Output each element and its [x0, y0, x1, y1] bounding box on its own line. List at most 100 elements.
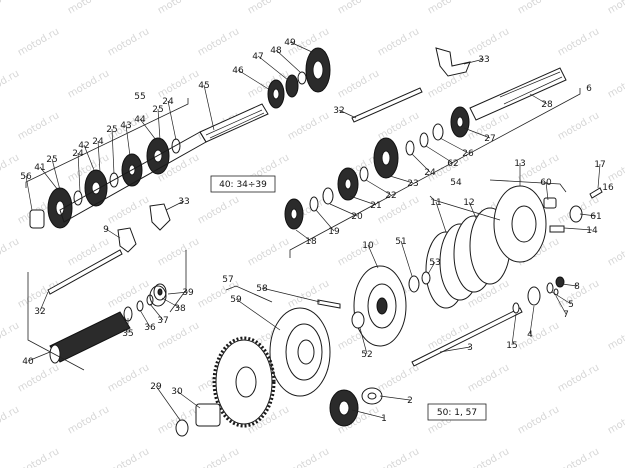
part-36: [136, 300, 144, 312]
callout-label: 29: [150, 382, 162, 392]
leader-line: [27, 351, 51, 362]
watermark-text: motod.ru: [606, 236, 625, 268]
callout-label: 25: [46, 155, 57, 165]
washer-51: [408, 275, 420, 293]
callout-label: 33: [478, 55, 489, 65]
bearing-56: [29, 209, 45, 229]
watermark-text: motod.ru: [0, 152, 21, 184]
watermark-text: motod.ru: [16, 110, 61, 142]
washer-24: [405, 140, 415, 156]
callout-label: 62: [447, 159, 458, 169]
output-shaft-assembly: [284, 47, 567, 230]
ring-62: [419, 132, 429, 148]
callout-label: 24: [72, 149, 84, 159]
leader-line: [167, 291, 189, 295]
shift-drum-assembly: [47, 203, 171, 364]
watermark-text: motod.ru: [196, 26, 241, 58]
pin-7: [553, 288, 559, 296]
callout-label: 54: [450, 178, 462, 188]
leader-line: [237, 69, 271, 91]
watermark-text: motod.ru: [516, 0, 561, 17]
clutch-assembly: [175, 185, 603, 437]
leader-line: [203, 84, 215, 131]
leader-line: [468, 201, 477, 219]
callout-label: 13: [514, 159, 525, 169]
ref-box-40-text: 40: 34÷39: [219, 180, 267, 190]
leader-line: [167, 100, 177, 141]
shaft-28: [469, 67, 567, 121]
leader-line: [289, 41, 313, 53]
bolt-8: [555, 276, 565, 288]
leader-line: [400, 240, 413, 277]
watermark-text: motod.ru: [66, 0, 111, 17]
watermark-text: motod.ru: [286, 110, 331, 142]
watermark-text: motod.ru: [286, 446, 331, 468]
leader-line: [176, 390, 201, 409]
leader-line: [427, 261, 436, 275]
callout-label: 25: [106, 125, 117, 135]
watermark-text: motod.ru: [156, 0, 201, 17]
callout-label: 24: [162, 97, 174, 107]
leader-line: [295, 229, 312, 242]
leader-line: [561, 283, 578, 287]
leader-line: [315, 209, 335, 232]
watermark-text: motod.ru: [606, 0, 625, 17]
leader-line: [435, 201, 447, 233]
leader-line: [439, 137, 469, 154]
ball-15: [512, 302, 520, 314]
leader-line: [275, 49, 301, 73]
washer-25c: [171, 138, 181, 154]
spring-14: [549, 225, 565, 233]
callout-label: 55: [134, 92, 145, 102]
watermark-text: motod.ru: [246, 236, 291, 268]
ring-22: [359, 166, 369, 182]
callout-leaders: [25, 41, 601, 421]
callout-label: 10: [362, 241, 374, 251]
bolt-17: [589, 187, 603, 199]
callout-label: 38: [174, 304, 186, 314]
bolt-58: [317, 299, 341, 309]
callout-label: 8: [574, 282, 580, 292]
fork-33-lower: [149, 203, 171, 231]
callout-label: 22: [385, 191, 396, 201]
callout-label: 20: [351, 212, 363, 222]
washer-5: [546, 282, 554, 294]
callout-label: 44: [134, 115, 146, 125]
leader-line: [551, 291, 572, 305]
watermark-text: motod.ru: [196, 446, 241, 468]
watermark-text: motod.ru: [606, 320, 625, 352]
callout-label: 26: [462, 149, 474, 159]
watermark-text: motod.ru: [196, 194, 241, 226]
fork-33-upper: [435, 47, 471, 77]
callout-label: 1: [381, 414, 387, 424]
callout-label: 16: [602, 183, 614, 193]
callout-label: 7: [563, 310, 569, 320]
leader-line: [125, 124, 131, 157]
watermark-text: motod.ru: [106, 278, 151, 310]
leader-line: [379, 395, 411, 401]
leader-line: [389, 175, 414, 184]
ref-box-50: 50: 1, 57: [427, 403, 487, 421]
watermark-text: motod.ru: [376, 446, 421, 468]
callout-label: 25: [152, 105, 163, 115]
leader-line: [235, 298, 281, 331]
callout-label: 21: [370, 201, 381, 211]
leader-line: [83, 144, 95, 171]
callout-label: 3: [467, 343, 473, 353]
callout-label: 43: [120, 121, 131, 131]
callout-label: 51: [395, 237, 406, 247]
leader-line: [51, 158, 61, 191]
watermark-text: motod.ru: [156, 236, 201, 268]
watermark-text: motod.ru: [16, 278, 61, 310]
callout-label: 17: [594, 160, 605, 170]
callout-label: 15: [506, 341, 517, 351]
callout-label: 32: [34, 307, 45, 317]
watermark-text: motod.ru: [426, 0, 471, 17]
ring-19: [309, 196, 319, 212]
leader-line: [545, 181, 549, 201]
plate-39: [149, 285, 167, 307]
watermark-text: motod.ru: [336, 236, 381, 268]
watermark-text: motod.ru: [376, 26, 421, 58]
leader-line: [463, 127, 491, 139]
part-60: [543, 197, 557, 209]
